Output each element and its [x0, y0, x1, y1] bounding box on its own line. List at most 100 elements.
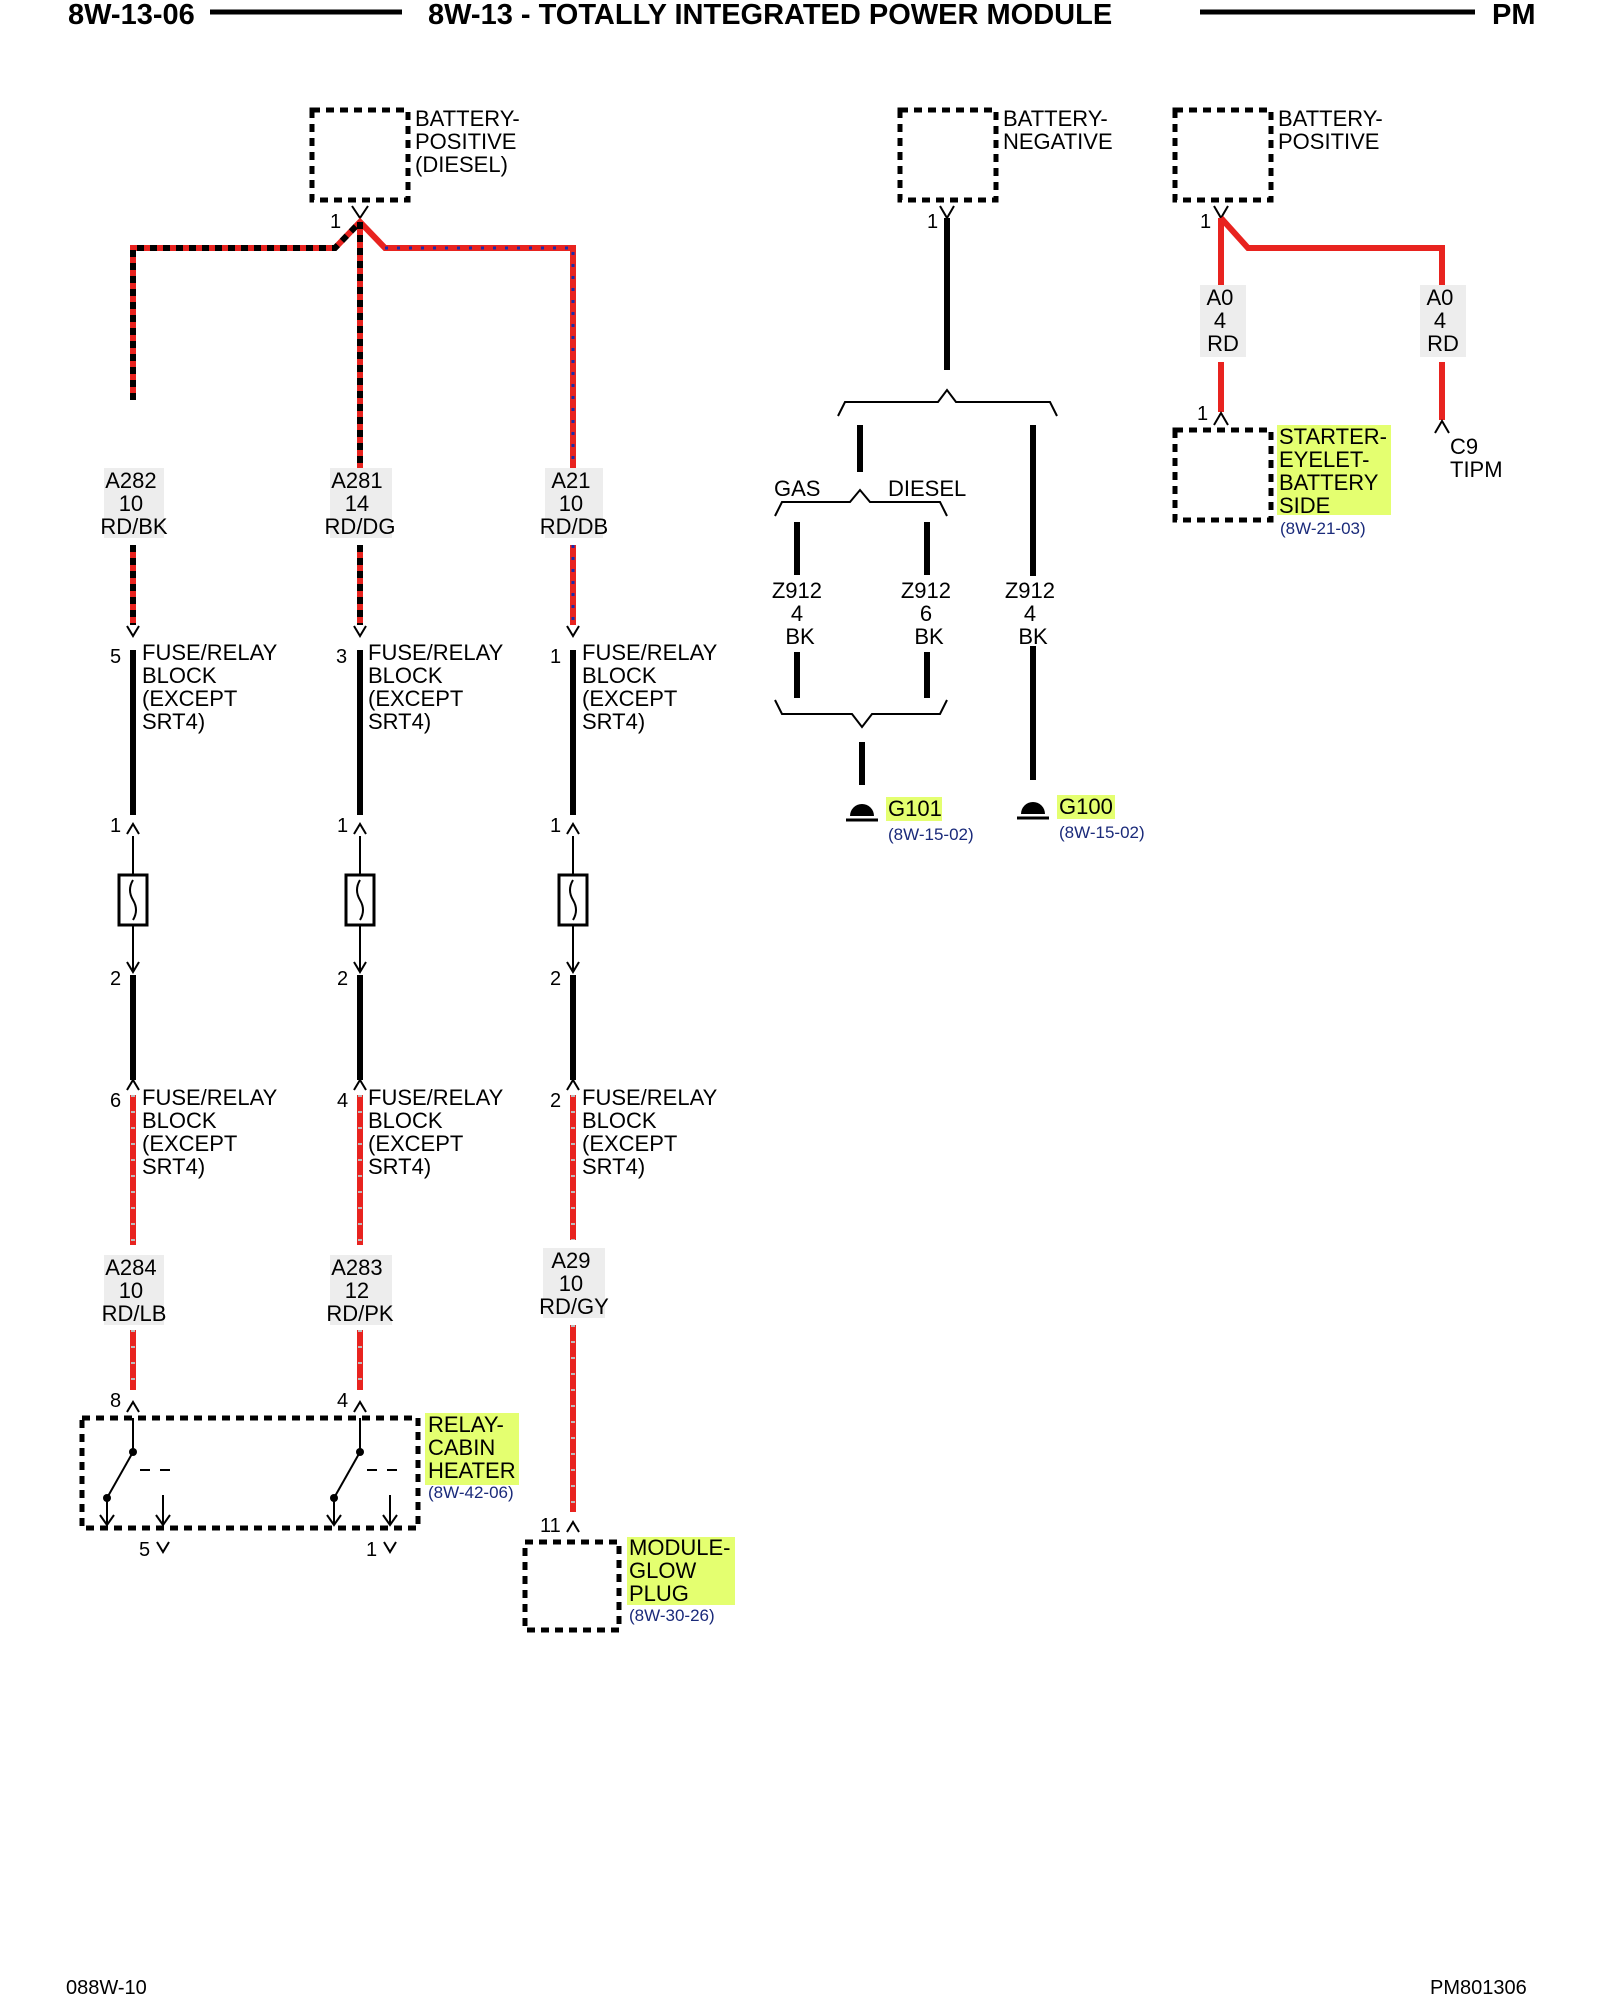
pin-label: 8 [110, 1390, 121, 1412]
relay-output-arrow [99, 1498, 115, 1527]
wire-label-a0-right: A0 4 RD [1426, 285, 1459, 356]
bus-wire [130, 217, 576, 480]
battery-negative-label: BATTERY- NEGATIVE [1003, 106, 1114, 154]
circuit-a21: A21 10 RD/DB 1 FUSE/RELAY BLOCK (EXCEPT … [539, 468, 723, 1537]
connector-chevron [156, 1541, 170, 1554]
connector-chevron [353, 822, 367, 835]
battery-negative-box [897, 107, 999, 203]
gas-option-label: GAS [774, 476, 820, 501]
pin-label: 2 [110, 968, 121, 990]
connector-chevron [566, 961, 580, 974]
fuse-relay-block-label: FUSE/RELAY BLOCK (EXCEPT SRT4) [582, 640, 723, 734]
connector-chevron [1213, 411, 1229, 426]
pin-label: 2 [550, 1090, 561, 1112]
starter-eyelet-box [1172, 427, 1274, 523]
pin-label: 1 [927, 211, 938, 233]
bus-tracer-black [130, 219, 363, 400]
connector-chevron [566, 625, 580, 638]
ground-icon [850, 804, 874, 816]
ground-g100-ref-link[interactable]: (8W-15-02) [1059, 823, 1145, 842]
connector-chevron [1434, 419, 1450, 434]
relay-cabin-heater-ref-link[interactable]: (8W-42-06) [428, 1483, 514, 1502]
page-header: 8W-13-06 8W-13 - TOTALLY INTEGRATED POWE… [68, 0, 1536, 31]
component-highlight [1057, 795, 1115, 819]
pin-label: 1 [1197, 403, 1208, 425]
circuit-a282: A282 10 RD/BK 5 FUSE/RELAY BLOCK (EXCEPT… [100, 468, 283, 1413]
component-highlight [627, 1537, 735, 1605]
pin-label: 1 [110, 815, 121, 837]
fuse-element [356, 879, 364, 921]
battery-positive-diesel: BATTERY- POSITIVE (DIESEL) 1 [309, 106, 526, 233]
ground-g101-ref-link[interactable]: (8W-15-02) [888, 825, 974, 844]
wire-label-bg [545, 468, 603, 538]
component-highlight [886, 797, 942, 821]
starter-eyelet-label: STARTER- EYELET- BATTERY SIDE [1279, 424, 1393, 518]
wire-label-a283: A283 12 RD/PK [326, 1255, 394, 1326]
connector-chevron [353, 961, 367, 974]
fuse-relay-block-label: FUSE/RELAY BLOCK (EXCEPT SRT4) [142, 1085, 283, 1179]
connector-chevron [126, 822, 140, 835]
pin-label: 3 [336, 646, 347, 668]
battery-positive-label: BATTERY- POSITIVE [1278, 106, 1389, 154]
wire-label-a282: A282 10 RD/BK [100, 468, 168, 539]
relay-cabin-heater-box [79, 1415, 421, 1531]
component-highlight [425, 1413, 519, 1485]
fuse-relay-block-label: FUSE/RELAY BLOCK (EXCEPT SRT4) [142, 640, 283, 734]
relay-output-arrow [155, 1495, 171, 1527]
wire-label-a284: A284 10 RD/LB [102, 1255, 167, 1326]
option-bracket [774, 488, 948, 517]
battery-negative: BATTERY- NEGATIVE 1 GAS DIESEL Z912 4 BK… [772, 106, 1145, 844]
pin-label: 11 [540, 1515, 561, 1537]
connector-chevron [126, 1078, 140, 1091]
relay-cabin-heater-label: RELAY- CABIN HEATER [428, 1412, 516, 1483]
module-glow-plug-ref-link[interactable]: (8W-30-26) [629, 1606, 715, 1625]
ground-g101-label: G101 [888, 796, 942, 821]
connector-chevron [1213, 205, 1229, 220]
pin-label: 5 [110, 646, 121, 668]
pin-label: 4 [337, 1390, 348, 1412]
starter-eyelet-ref-link[interactable]: (8W-21-03) [1280, 519, 1366, 538]
pin-label: 1 [550, 646, 561, 668]
section-code: PM [1492, 0, 1536, 31]
wire-label-bg [1420, 285, 1466, 357]
connector-chevron [566, 1078, 580, 1091]
footer-right-code: PM801306 [1430, 1977, 1527, 1999]
connector-chevron [353, 625, 367, 638]
wire-label-bg [330, 468, 392, 538]
diesel-option-label: DIESEL [888, 476, 966, 501]
page-title: 8W-13 - TOTALLY INTEGRATED POWER MODULE [428, 0, 1112, 31]
pin-label: 4 [337, 1090, 348, 1112]
relay-cabin-heater: 5 1 RELAY- CABIN HEATER (8W-42-06) [79, 1412, 519, 1561]
battery-positive-diesel-label: BATTERY- POSITIVE (DIESEL) [415, 106, 526, 177]
fuse-relay-block-label: FUSE/RELAY BLOCK (EXCEPT SRT4) [582, 1085, 723, 1179]
pin-label: 1 [550, 815, 561, 837]
wire-label-bg [104, 1255, 164, 1325]
connector-chevron [383, 1541, 397, 1554]
fuse-relay-block-label: FUSE/RELAY BLOCK (EXCEPT SRT4) [368, 1085, 509, 1179]
relay-switch-arm [333, 1451, 361, 1499]
battery-positive-box [1172, 107, 1274, 203]
ground-icon [1021, 802, 1045, 814]
battery-positive-diesel-box [309, 107, 411, 203]
footer-left-code: 088W-10 [66, 1977, 147, 1999]
relay-output-arrow [326, 1498, 342, 1527]
positive-bus [130, 217, 576, 480]
wire-label-z912-gas: Z912 4 BK [772, 578, 828, 649]
connector-chevron [353, 1400, 367, 1413]
fuse-element [569, 879, 577, 921]
module-glow-plug-label: MODULE- GLOW PLUG [629, 1535, 737, 1606]
wire-label-a281: A281 14 RD/DG [325, 468, 396, 539]
wire-label-a0-left: A0 4 RD [1206, 285, 1239, 356]
wire-label-bg [543, 1248, 605, 1318]
page-number: 8W-13-06 [68, 0, 195, 31]
module-glow-plug: MODULE- GLOW PLUG (8W-30-26) [522, 1535, 737, 1633]
module-glow-plug-box [522, 1539, 622, 1633]
wire-segment [1218, 215, 1445, 285]
pin-label: 1 [330, 211, 341, 233]
wire-label-bg [1200, 285, 1246, 357]
circuit-a281: A281 14 RD/DG 3 FUSE/RELAY BLOCK (EXCEPT… [325, 468, 509, 1413]
fuse-relay-block-label: FUSE/RELAY BLOCK (EXCEPT SRT4) [368, 640, 509, 734]
pin-label: 1 [1200, 211, 1211, 233]
wire-label-bg [330, 1255, 392, 1325]
